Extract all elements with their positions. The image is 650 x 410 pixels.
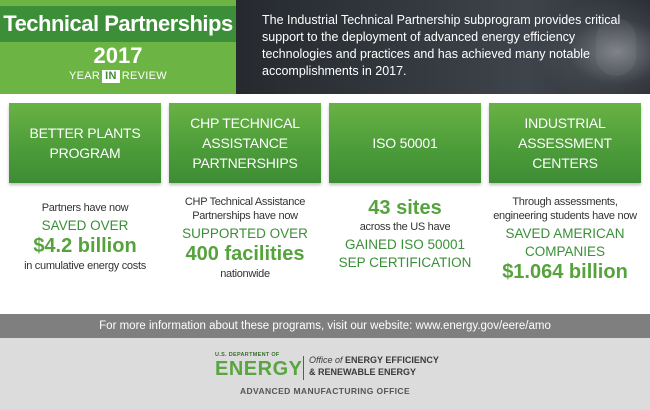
amo-label: ADVANCED MANUFACTURING OFFICE <box>239 386 411 396</box>
year-in-review-in: IN <box>102 70 120 83</box>
program-name: ISO 50001 <box>372 135 438 151</box>
more-info-text[interactable]: For more information about these program… <box>99 320 551 332</box>
stat-value: 400 facilities <box>185 243 305 265</box>
stat-headline: SAVED OVER <box>41 218 129 233</box>
stat-value: 43 sites <box>368 197 442 219</box>
program-card-chp: CHP TECHNICAL ASSISTANCE PARTNERSHIPS <box>169 103 321 183</box>
office-line-1: Office of ENERGY EFFICIENCY <box>309 355 439 366</box>
stat-text: across the US have <box>359 221 451 233</box>
year-label: 2017 <box>93 43 143 68</box>
program-card-iac: INDUSTRIAL ASSESSMENT CENTERS <box>489 103 641 183</box>
stat-text: Through assessments, <box>512 196 618 208</box>
office-line-2: & RENEWABLE ENERGY <box>309 367 417 377</box>
photo-detail <box>596 18 636 76</box>
office-prefix: Office of <box>309 355 343 365</box>
page-title: Technical Partnerships <box>3 11 233 36</box>
doe-dept-text: U.S. DEPARTMENT OF <box>215 352 280 358</box>
header-photo <box>236 0 650 94</box>
program-stat-better-plants: Partners have now SAVED OVER $4.2 billio… <box>9 195 161 273</box>
stat-headline: SAVED AMERICAN <box>505 226 625 241</box>
stat-text: Partnerships have now <box>192 210 298 222</box>
stat-text: nationwide <box>220 268 270 280</box>
stat-text: Partners have now <box>41 202 129 214</box>
program-name: INDUSTRIAL ASSESSMENT CENTERS <box>518 115 612 171</box>
title-bar: Technical Partnerships <box>0 6 236 42</box>
year-in-review-suffix: REVIEW <box>121 70 167 82</box>
logo-divider <box>303 356 304 380</box>
stat-value: $1.064 billion <box>502 261 628 283</box>
year-in-review-prefix: YEAR <box>69 70 101 82</box>
stat-headline: GAINED ISO 50001 <box>344 237 466 252</box>
program-card-better-plants: BETTER PLANTS PROGRAM <box>9 103 161 183</box>
stat-text: CHP Technical Assistance <box>184 196 306 208</box>
program-name: CHP TECHNICAL ASSISTANCE PARTNERSHIPS <box>190 115 300 171</box>
program-name: BETTER PLANTS PROGRAM <box>29 125 141 161</box>
doe-logo: U.S. DEPARTMENT OF ENERGY Office of ENER… <box>215 352 455 382</box>
intro-text: The Industrial Technical Partnership sub… <box>262 13 621 78</box>
program-card-iso-50001: ISO 50001 <box>329 103 481 183</box>
program-stat-chp: CHP Technical Assistance Partnerships ha… <box>169 195 321 281</box>
stat-text: in cumulative energy costs <box>24 260 146 272</box>
photo-light <box>540 0 650 94</box>
stat-headline: SUPPORTED OVER <box>182 226 308 241</box>
stat-headline: SEP CERTIFICATION <box>338 255 472 270</box>
program-stat-iso: 43 sites across the US have GAINED ISO 5… <box>329 195 481 272</box>
program-stat-iac: Through assessments, engineering student… <box>489 195 641 283</box>
doe-footer: U.S. DEPARTMENT OF ENERGY Office of ENER… <box>0 338 650 410</box>
stat-text: engineering students have now <box>493 210 637 222</box>
doe-energy-wordmark: ENERGY <box>215 358 303 380</box>
stat-value: $4.2 billion <box>33 235 137 257</box>
more-info-bar: For more information about these program… <box>0 314 650 338</box>
stat-headline: COMPANIES <box>524 244 605 259</box>
office-name: ENERGY EFFICIENCY <box>345 355 439 365</box>
